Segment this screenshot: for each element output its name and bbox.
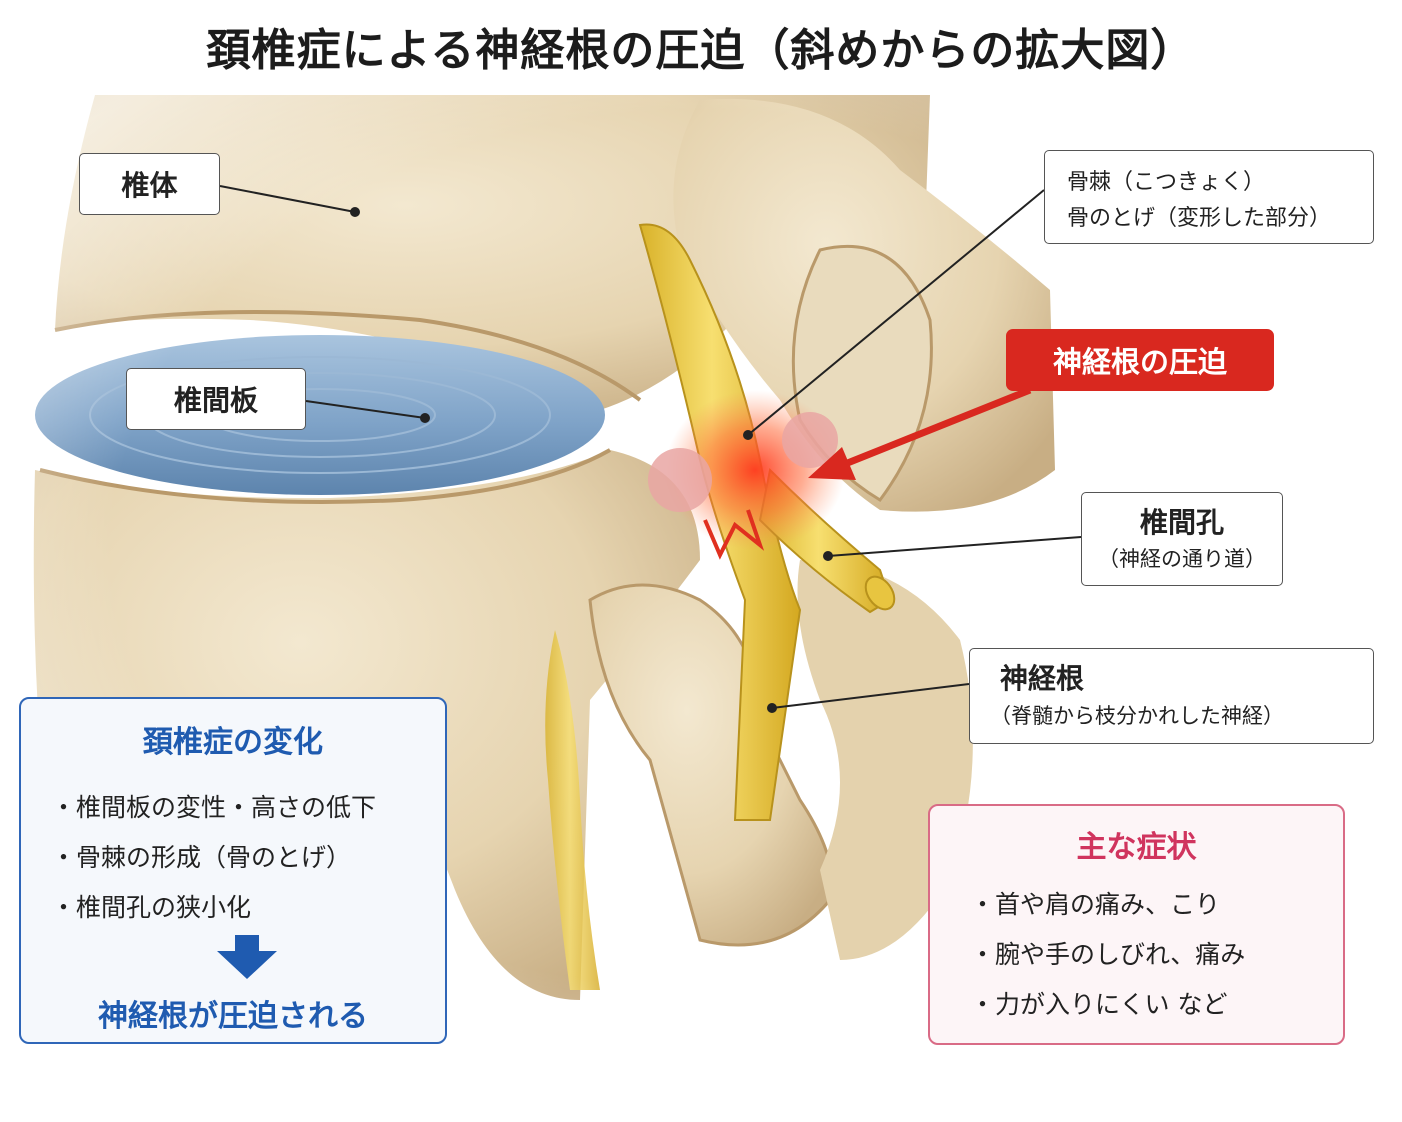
label-foramen: 椎間孔 （神経の通り道） <box>1081 492 1283 586</box>
label-osteophyte-line1: 骨棘（こつきょく） <box>1067 165 1373 201</box>
list-item: ・骨棘の形成（骨のとげ） <box>51 833 445 883</box>
label-nerve-root-main: 神経根 <box>990 659 1373 699</box>
changes-panel: 頚椎症の変化 ・椎間板の変性・高さの低下 ・骨棘の形成（骨のとげ） ・椎間孔の狭… <box>19 697 447 1044</box>
list-item: ・椎間板の変性・高さの低下 <box>51 783 445 833</box>
label-foramen-sub: （神経の通り道） <box>1082 543 1282 575</box>
list-item: ・力が入りにくい など <box>970 980 1343 1030</box>
label-nerve-root-sub: （脊髄から枝分かれした神経） <box>990 699 1373 733</box>
label-foramen-main: 椎間孔 <box>1082 503 1282 543</box>
changes-result: 神経根が圧迫される <box>21 991 445 1035</box>
list-item: ・首や肩の痛み、こり <box>970 880 1343 930</box>
label-osteophyte-line2: 骨のとげ（変形した部分） <box>1067 201 1373 237</box>
list-item: ・椎間孔の狭小化 <box>51 883 445 933</box>
changes-heading: 頚椎症の変化 <box>21 717 445 761</box>
symptoms-list: ・首や肩の痛み、こり ・腕や手のしびれ、痛み ・力が入りにくい など <box>930 880 1343 1030</box>
list-item: ・腕や手のしびれ、痛み <box>970 930 1343 980</box>
label-nerve-root: 神経根 （脊髄から枝分かれした神経） <box>969 648 1374 744</box>
label-osteophyte: 骨棘（こつきょく） 骨のとげ（変形した部分） <box>1044 150 1374 244</box>
symptoms-panel: 主な症状 ・首や肩の痛み、こり ・腕や手のしびれ、痛み ・力が入りにくい など <box>928 804 1345 1045</box>
changes-list: ・椎間板の変性・高さの低下 ・骨棘の形成（骨のとげ） ・椎間孔の狭小化 <box>21 783 445 933</box>
label-vertebral-body: 椎体 <box>79 153 220 215</box>
down-arrow-icon <box>217 935 277 979</box>
label-disc: 椎間板 <box>126 368 306 430</box>
symptoms-heading: 主な症状 <box>930 822 1343 866</box>
label-compression: 神経根の圧迫 <box>1006 329 1274 391</box>
